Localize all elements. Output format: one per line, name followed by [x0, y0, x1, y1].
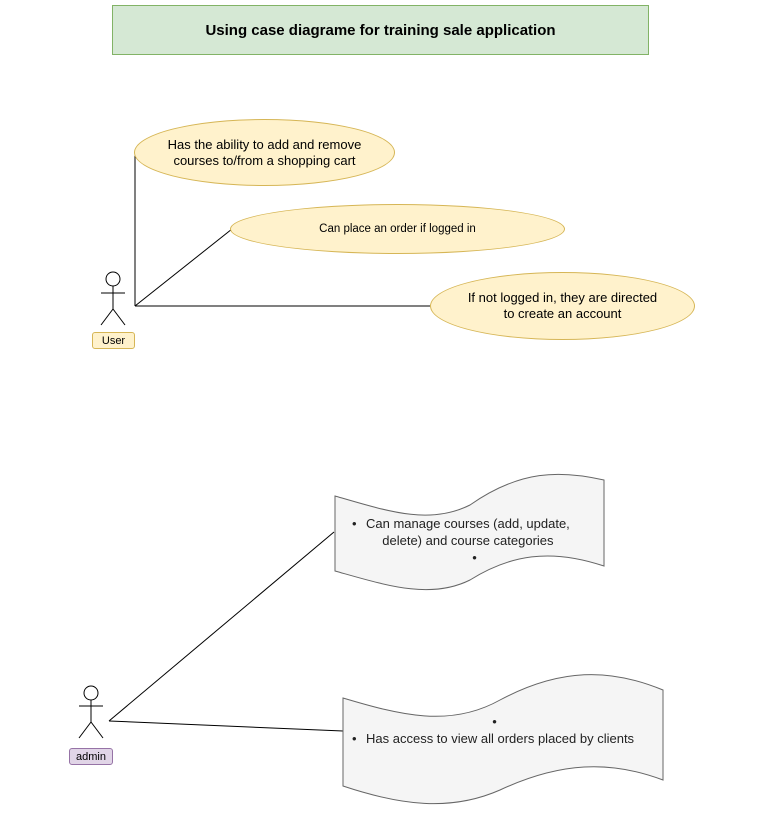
- user-usecase-cart-text: Has the ability to add and remove course…: [167, 136, 362, 168]
- user-actor-icon: [100, 271, 126, 326]
- user-usecase-cart: Has the ability to add and remove course…: [134, 119, 395, 186]
- connector-admin-manage: [108, 531, 335, 722]
- bullet-icon: •: [352, 731, 357, 746]
- empty-bullet-icon: •: [472, 550, 477, 565]
- connector-admin-orders: [108, 720, 344, 732]
- user-usecase-order: Can place an order if logged in: [230, 204, 565, 254]
- admin-usecase-orders-shape: [342, 674, 664, 805]
- diagram-title: Using case diagrame for training sale ap…: [205, 21, 556, 39]
- admin-actor-icon: [78, 685, 104, 739]
- admin-usecase-orders-item: • Has access to view all orders placed b…: [352, 730, 657, 747]
- diagram-title-box: Using case diagrame for training sale ap…: [112, 5, 649, 55]
- empty-bullet-icon: •: [492, 714, 497, 729]
- bullet-icon: •: [352, 516, 357, 531]
- admin-usecase-manage-item: • Can manage courses (add, update, delet…: [352, 515, 597, 549]
- admin-usecase-manage: • Can manage courses (add, update, delet…: [352, 515, 597, 566]
- admin-usecase-manage-shape: [334, 473, 605, 591]
- user-usecase-account: If not logged in, they are directed to c…: [430, 272, 695, 340]
- admin-usecase-orders: • • Has access to view all orders placed…: [352, 713, 657, 747]
- user-actor-label: User: [92, 332, 135, 349]
- admin-usecase-manage-text: Can manage courses (add, update, delete)…: [366, 516, 570, 548]
- user-usecase-account-text: If not logged in, they are directed to c…: [467, 290, 658, 321]
- user-usecase-order-text: Can place an order if logged in: [319, 223, 476, 235]
- admin-usecase-orders-text: Has access to view all orders placed by …: [366, 731, 635, 746]
- connector-user-order: [134, 228, 233, 307]
- admin-actor-label: admin: [69, 748, 113, 765]
